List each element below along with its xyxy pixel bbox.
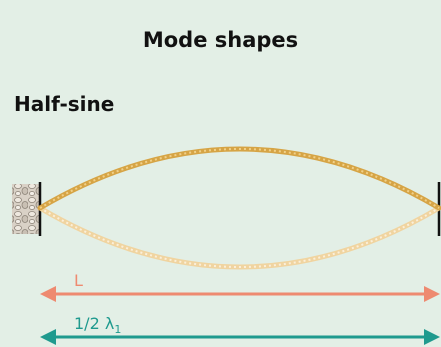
mode-label: Half-sine bbox=[14, 92, 115, 116]
rope-upper-phase-texture bbox=[39, 148, 440, 209]
length-label: L bbox=[74, 271, 83, 290]
length-arrow bbox=[40, 286, 440, 302]
wavelength-arrow bbox=[40, 329, 440, 345]
fixed-wall bbox=[12, 184, 40, 234]
rope-lower-phase-texture bbox=[39, 207, 440, 268]
wavelength-label-main: 1/2 λ bbox=[74, 314, 114, 333]
wavelength-label: 1/2 λ1 bbox=[74, 314, 121, 336]
diagram-title: Mode shapes bbox=[142, 28, 299, 52]
wavelength-label-subscript: 1 bbox=[114, 323, 121, 336]
